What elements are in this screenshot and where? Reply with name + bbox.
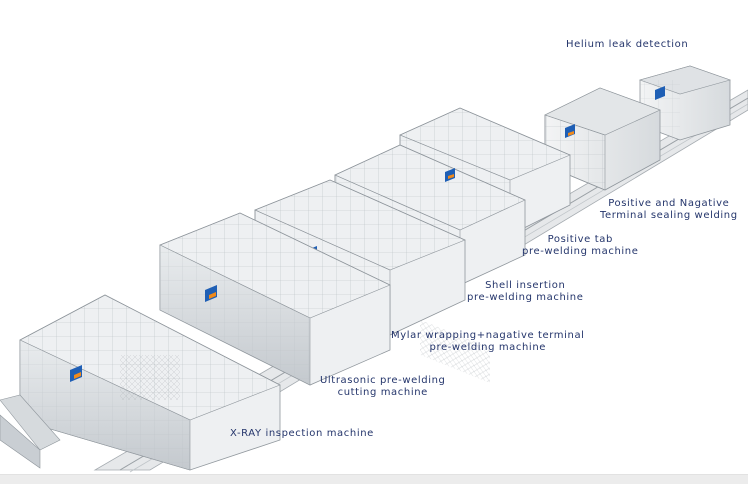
sealing-welding-module bbox=[544, 87, 661, 191]
label-ultra-line1: Ultrasonic pre-welding bbox=[320, 375, 446, 386]
label-positive-tab: Positive tab pre-welding machine bbox=[522, 234, 638, 258]
label-shell-line2: pre-welding machine bbox=[467, 292, 584, 303]
label-sealing-line1: Positive and Nagative bbox=[608, 198, 730, 209]
label-xray-text: X-RAY inspection machine bbox=[230, 428, 374, 439]
label-ultra-line2: cutting machine bbox=[337, 387, 428, 398]
label-tab-line2: pre-welding machine bbox=[522, 246, 639, 257]
label-tab-line1: Positive tab bbox=[547, 234, 613, 245]
label-helium-leak-detection: Helium leak detection bbox=[566, 39, 688, 51]
label-shell-line1: Shell insertion bbox=[485, 280, 566, 291]
label-mylar-line1: Mylar wrapping+nagative terminal bbox=[391, 330, 585, 341]
label-sealing-line2: Terminal sealing welding bbox=[600, 210, 738, 221]
label-sealing-welding: Positive and Nagative Terminal sealing w… bbox=[600, 198, 738, 222]
label-helium-text: Helium leak detection bbox=[566, 39, 689, 50]
label-shell-insertion: Shell insertion pre-welding machine bbox=[467, 280, 583, 304]
label-mylar-wrapping: Mylar wrapping+nagative terminal pre-wel… bbox=[391, 330, 585, 354]
xray-inspection-module bbox=[0, 294, 281, 471]
label-mylar-line2: pre-welding machine bbox=[429, 342, 547, 353]
label-ultrasonic-pre-welding: Ultrasonic pre-welding cutting machine bbox=[320, 375, 446, 399]
footer-bar bbox=[0, 474, 748, 484]
label-xray-inspection: X-RAY inspection machine bbox=[230, 428, 374, 440]
ultrasonic-pre-welding-module bbox=[159, 212, 391, 386]
